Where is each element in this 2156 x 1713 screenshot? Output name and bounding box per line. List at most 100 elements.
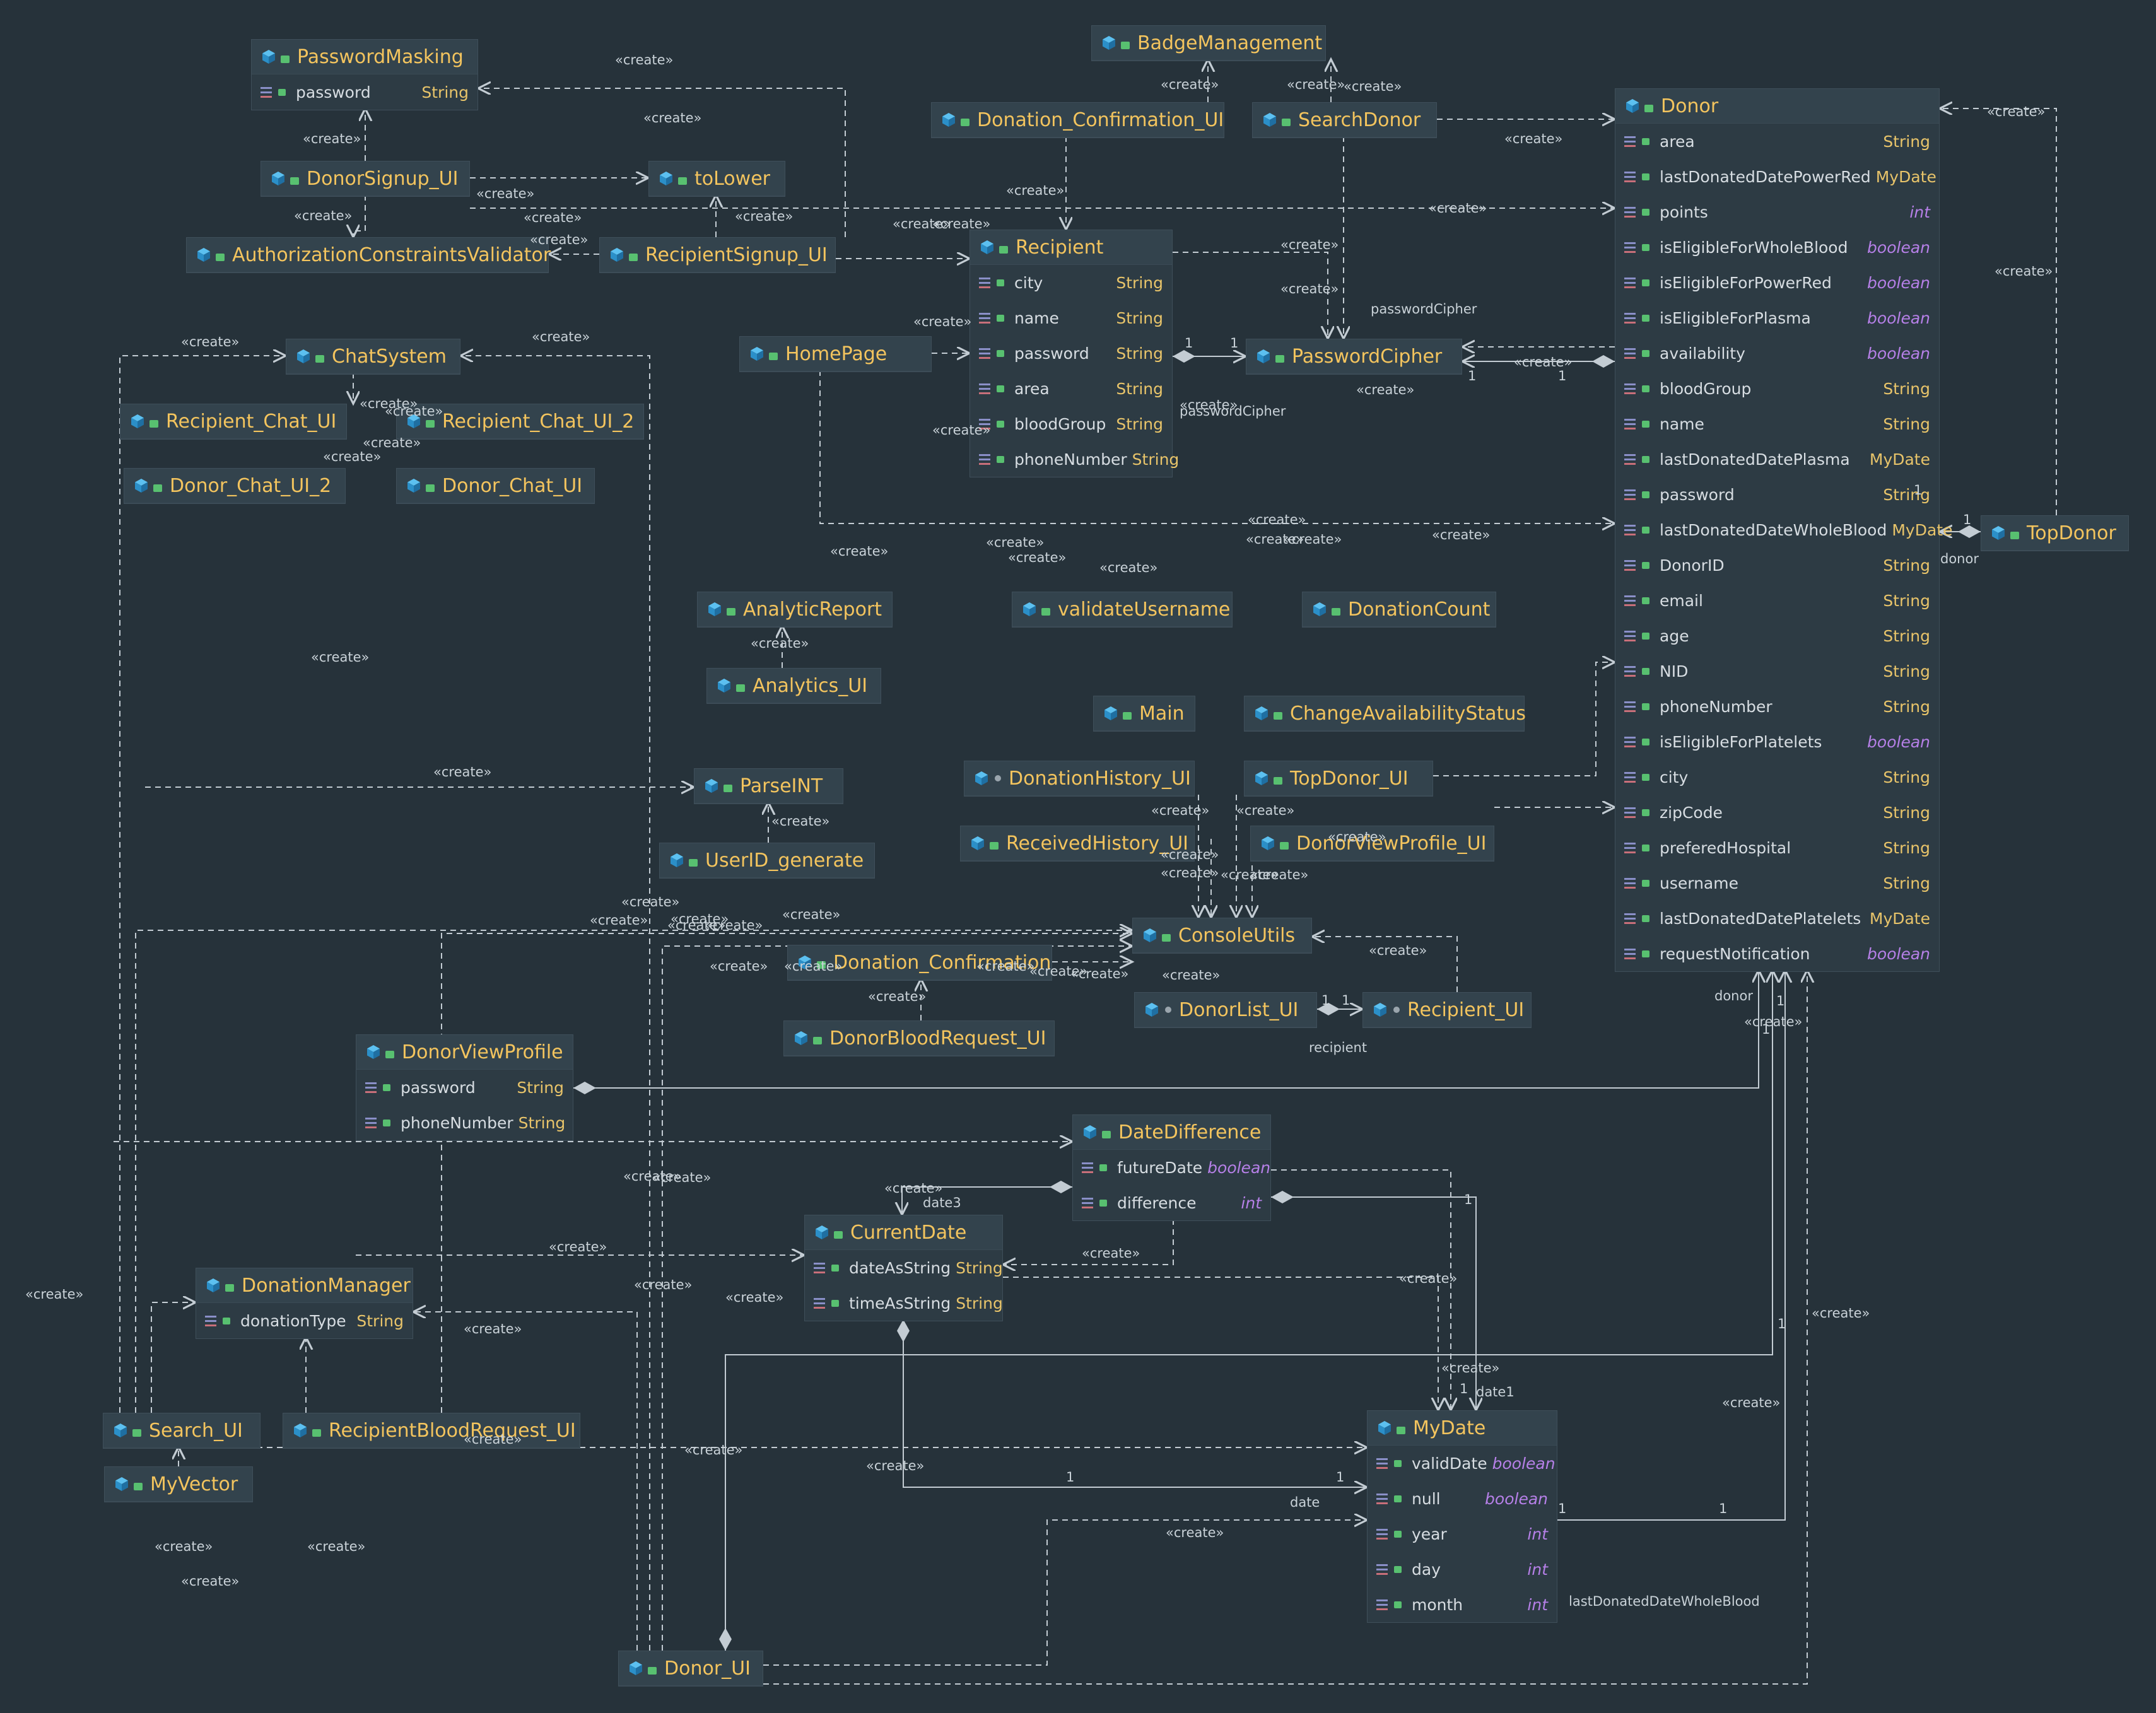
field-lock-icon [278,88,286,96]
class-icon [272,172,284,185]
class-validateusername[interactable]: validateUsername [1012,592,1233,628]
class-donation-confirmation[interactable]: Donation_Confirmation [787,945,1052,981]
class-donationmanager[interactable]: DonationManager donationType String [196,1268,413,1339]
class-header: Search_UI [103,1413,260,1448]
class-badgemanagement[interactable]: BadgeManagement [1091,25,1326,61]
class-main[interactable]: Main [1093,696,1195,732]
create-stereotype-label: «create» [667,918,726,933]
class-donor-chat-ui[interactable]: Donor_Chat_UI [396,468,595,504]
class-tolower[interactable]: toLower [648,161,785,197]
field-type: String [1883,485,1930,504]
class-changeavailabilitystatus[interactable]: ChangeAvailabilityStatus [1244,696,1526,732]
class-donation-confirmation-ui[interactable]: Donation_Confirmation_UI [931,102,1224,138]
public-lock-icon [290,177,299,185]
field-lock-icon [1394,1459,1402,1467]
class-donationcount[interactable]: DonationCount [1302,592,1496,628]
class-name: DateDifference [1118,1121,1262,1143]
class-analyticreport[interactable]: AnalyticReport [697,592,893,628]
class-icon [751,347,763,361]
association-donor_ui-to-donor [725,970,1772,1651]
class-donor-chat-ui-2[interactable]: Donor_Chat_UI_2 [124,468,346,504]
multiplicity-label: 1 [1342,993,1350,1008]
class-icon [630,1661,642,1675]
field-lock-icon [1642,809,1649,816]
field-name: username [1660,874,1738,892]
multiplicity-label: 1 [1778,1316,1786,1331]
field-lock-icon [383,1119,390,1126]
class-recipientbloodrequest-ui[interactable]: RecipientBloodRequest_UI [283,1413,580,1449]
class-header: ParseINT [694,769,843,804]
class-recipientsignup-ui[interactable]: RecipientSignup_UI [599,237,836,273]
class-homepage[interactable]: HomePage [739,336,932,372]
class-donorbloodrequest-ui[interactable]: DonorBloodRequest_UI [783,1020,1055,1056]
class-receivedhistory-ui[interactable]: ReceivedHistory_UI [960,826,1195,862]
class-consoleutils[interactable]: ConsoleUtils [1132,918,1312,954]
class-donorsignup-ui[interactable]: DonorSignup_UI [261,161,470,197]
field-row: difference int [1073,1185,1270,1220]
field-type: String [1116,414,1163,433]
create-stereotype-label: «create» [1280,237,1339,252]
field-name: null [1412,1489,1441,1508]
field-icon [979,277,993,288]
class-chatsystem[interactable]: ChatSystem [286,339,460,375]
field-row: lastDonatedDatePlasma MyDate [1615,441,1939,477]
create-stereotype-label: «create» [155,1539,213,1554]
public-lock-icon [999,246,1008,254]
create-stereotype-label: «create» [684,1442,743,1458]
class-name: DonationHistory_UI [1009,767,1191,790]
create-stereotype-label: «create» [1162,968,1221,983]
public-lock-icon [426,484,435,492]
field-icon [1624,348,1638,359]
class-donor-ui[interactable]: Donor_UI [618,1651,763,1687]
class-recipient-chat-ui[interactable]: Recipient_Chat_UI [120,404,347,440]
field-lock-icon [997,279,1004,286]
class-userid-generate[interactable]: UserID_generate [659,843,875,879]
class-donationhistory-ui[interactable]: DonationHistory_UI [964,761,1195,797]
class-analytics-ui[interactable]: Analytics_UI [706,668,881,704]
class-donorviewprofile-ui[interactable]: DonorViewProfile_UI [1250,826,1494,862]
class-passwordcipher[interactable]: PasswordCipher [1246,339,1462,375]
field-lock-icon [1642,526,1649,534]
class-topdonor[interactable]: TopDonor [1981,515,2129,551]
field-name: lastDonatedDatePlasma [1660,450,1850,469]
class-header: DonorSignup_UI [261,161,469,196]
class-name: HomePage [785,342,888,365]
multiplicity-label: 1 [1185,336,1193,351]
field-icon [1376,1599,1390,1610]
field-type: String [956,1294,1003,1313]
class-recipient-chat-ui-2[interactable]: Recipient_Chat_UI_2 [396,404,644,440]
class-passwordmasking[interactable]: PasswordMasking password String [251,39,478,110]
class-icon [131,414,144,428]
create-stereotype-label: «create» [1161,847,1219,862]
public-lock-icon [225,1284,234,1292]
class-recipient[interactable]: Recipient city String name String passwo… [970,230,1179,477]
field-type: String [1883,626,1930,645]
class-currentdate[interactable]: CurrentDate dateAsString String timeAsSt… [804,1215,1003,1321]
class-donorviewprofile[interactable]: DonorViewProfile password String phoneNu… [356,1034,573,1141]
role-label-passwordcipher: passwordCipher [1371,301,1477,317]
field-row: points int [1615,194,1939,230]
class-datedifference[interactable]: DateDifference futureDate boolean differ… [1072,1114,1271,1221]
field-name: password [401,1078,476,1097]
public-lock-icon [813,1037,822,1044]
class-myvector[interactable]: MyVector [104,1466,253,1502]
class-parseint[interactable]: ParseINT [694,768,843,804]
class-donorlist-ui[interactable]: DonorList_UI [1134,992,1317,1028]
class-searchdonor[interactable]: SearchDonor [1252,102,1437,138]
field-type: boolean [1867,273,1930,292]
field-name: bloodGroup [1014,414,1106,433]
public-lock-icon [629,254,638,261]
public-lock-icon [727,608,735,616]
field-icon [1082,1197,1096,1208]
class-mydate[interactable]: MyDate validDate boolean null boolean ye… [1367,1410,1557,1623]
public-lock-icon [426,420,435,428]
class-donor[interactable]: Donor area String lastDonatedDatePowerRe… [1615,88,1952,972]
field-lock-icon [831,1264,839,1272]
class-search-ui[interactable]: Search_UI [103,1413,261,1449]
field-row: validDate boolean [1368,1446,1557,1481]
field-lock-icon [1642,491,1649,498]
field-icon [979,383,993,394]
class-authorizationconstraintsvalidator[interactable]: AuthorizationConstraintsValidator [186,237,551,273]
class-recipient-ui[interactable]: Recipient_UI [1362,992,1532,1028]
class-topdonor-ui[interactable]: TopDonor_UI [1244,761,1433,797]
